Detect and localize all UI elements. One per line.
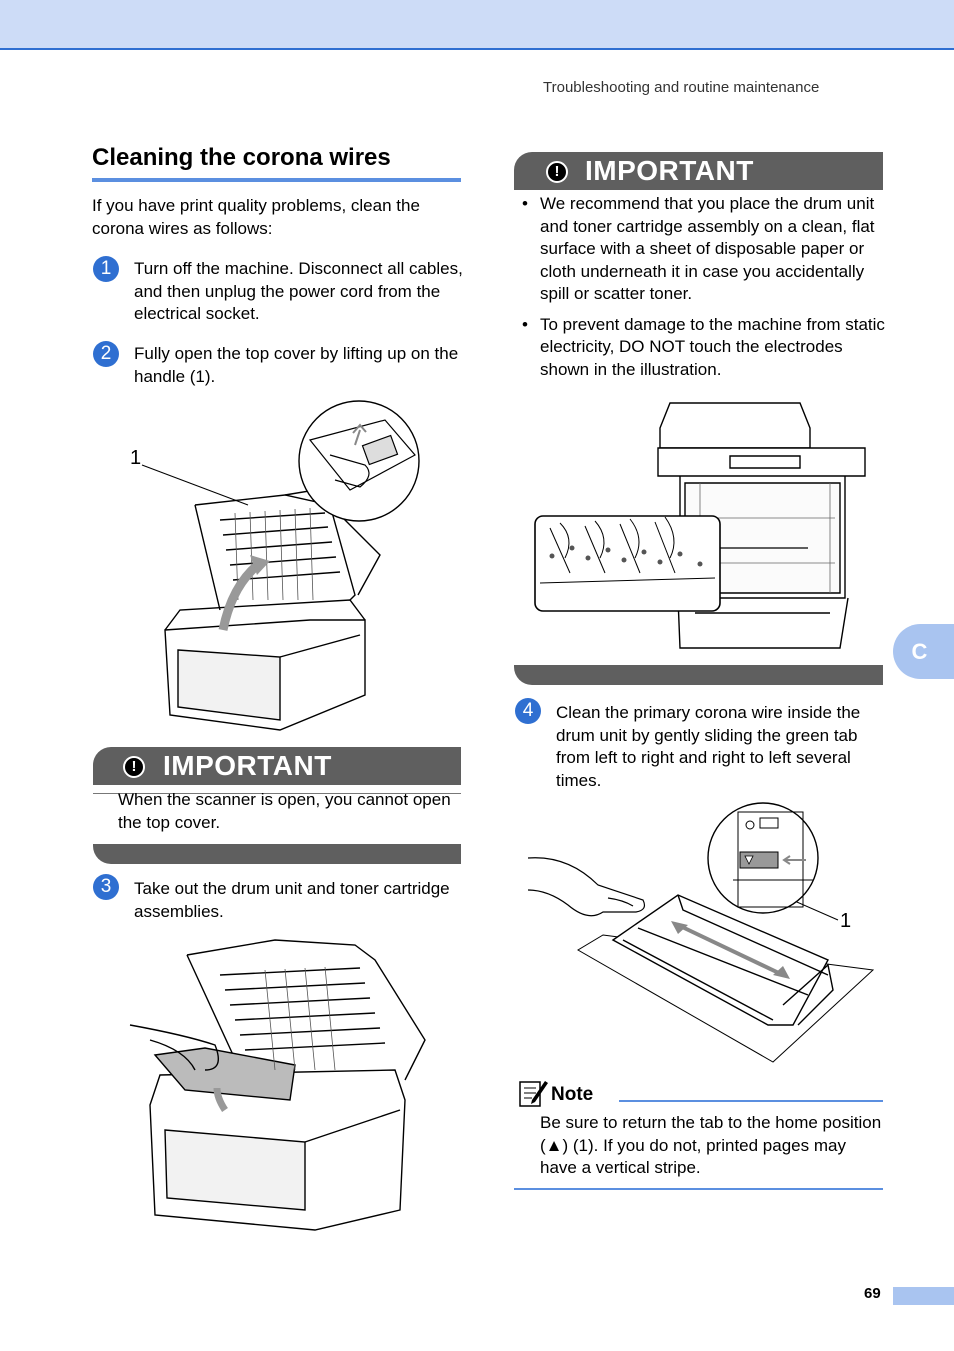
important-left-divider	[93, 793, 461, 794]
note-text: Be sure to return the tab to the home po…	[540, 1113, 882, 1177]
step-3-number: 3	[93, 874, 119, 900]
corona-wire-cleaning-illustration	[528, 802, 875, 1063]
list-item: • We recommend that you place the drum un…	[514, 193, 886, 306]
important-right-label: IMPORTANT	[585, 155, 754, 186]
important-left-text: When the scanner is open, you cannot ope…	[118, 790, 451, 832]
step-1-number: 1	[93, 256, 119, 282]
bullet-glyph: •	[522, 314, 528, 334]
page-number-tab	[893, 1287, 954, 1305]
step-2-number: 2	[93, 341, 119, 367]
important-left-footer	[93, 844, 461, 864]
handle-callout-number: 1	[130, 447, 142, 469]
exclamation-icon: !	[123, 756, 145, 778]
list-item: • To prevent damage to the machine from s…	[514, 314, 886, 382]
chapter-tab: C	[893, 624, 954, 679]
bullet-text: To prevent damage to the machine from st…	[540, 314, 885, 379]
exclamation-icon: !	[546, 161, 568, 183]
electrodes-illustration	[534, 402, 866, 649]
step-3-text: Take out the drum unit and toner cartrid…	[134, 879, 450, 921]
important-left-label: IMPORTANT	[163, 750, 332, 781]
note-pencil-icon	[519, 1081, 548, 1107]
title-underline	[92, 178, 461, 182]
note-top-rule	[619, 1100, 883, 1102]
note-bottom-rule	[514, 1188, 883, 1190]
note-label: Note	[551, 1084, 594, 1105]
important-left-header: ! IMPORTANT	[93, 747, 461, 785]
step-1-text: Turn off the machine. Disconnect all cab…	[134, 259, 463, 323]
open-top-cover-illustration	[141, 400, 420, 731]
important-right-bullets: • We recommend that you place the drum un…	[514, 193, 886, 389]
running-head: Troubleshooting and routine maintenance	[543, 79, 820, 96]
bullet-glyph: •	[522, 194, 528, 213]
tab-callout-number: 1	[840, 910, 852, 932]
page-number: 69	[864, 1285, 881, 1302]
important-right-footer	[514, 665, 883, 685]
step-4-number: 4	[515, 698, 541, 724]
step-2-text: Fully open the top cover by lifting up o…	[134, 344, 459, 386]
section-title: Cleaning the corona wires	[92, 144, 391, 171]
important-right-header: ! IMPORTANT	[514, 152, 883, 190]
drum-removal-illustration	[129, 939, 426, 1231]
step-4-text: Clean the primary corona wire inside the…	[556, 703, 861, 790]
intro-text: If you have print quality problems, clea…	[92, 196, 420, 238]
bullet-text: We recommend that you place the drum uni…	[540, 194, 875, 303]
header-band	[0, 0, 954, 50]
